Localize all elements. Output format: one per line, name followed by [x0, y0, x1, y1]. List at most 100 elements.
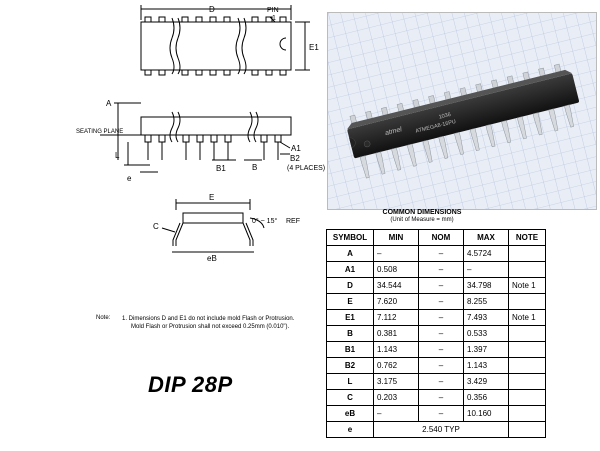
cell-nom: – — [418, 309, 464, 326]
cell-note — [508, 389, 546, 406]
cell-symbol: E1 — [326, 309, 374, 326]
cell-note — [508, 373, 546, 390]
cell-symbol: e — [326, 421, 374, 438]
label-l: L — [115, 151, 120, 160]
cell-note — [508, 261, 546, 278]
pin-stub — [195, 16, 203, 23]
pin-shoulder — [224, 134, 232, 143]
chip-pin — [438, 135, 449, 159]
cell-symbol: eB — [326, 405, 374, 422]
cell-symbol: A — [326, 245, 374, 262]
chip-pin — [532, 112, 543, 136]
cell-min: 0.762 — [373, 357, 419, 374]
chip-body — [347, 73, 579, 159]
pin-shoulder — [196, 134, 204, 143]
label-b1: B1 — [216, 164, 226, 173]
cell-max: – — [463, 261, 509, 278]
chip-pin — [359, 155, 370, 179]
cell-min: 1.143 — [373, 341, 419, 358]
end-view — [161, 199, 265, 253]
label-e1: E1 — [309, 43, 319, 52]
pin-stub — [279, 16, 287, 23]
cell-min: 7.620 — [373, 293, 419, 310]
cell-nom: – — [418, 277, 464, 294]
cell-nom: – — [418, 405, 464, 422]
cell-max: 3.429 — [463, 373, 509, 390]
pin-shoulder — [182, 134, 190, 143]
label-pin-num: 1 — [272, 15, 276, 22]
pin-shoulder — [158, 134, 166, 143]
cell-max: 4.5724 — [463, 245, 509, 262]
label-a1: A1 — [291, 144, 301, 153]
cell-min: 7.112 — [373, 309, 419, 326]
cell-nom: – — [418, 357, 464, 374]
label-c: C — [153, 222, 159, 231]
cell-max: 0.533 — [463, 325, 509, 342]
chip-photo: atmel 1036 ATMEGA8-16PU — [327, 12, 597, 210]
side-view — [100, 102, 292, 173]
chip-pin — [485, 124, 496, 148]
cell-max: 34.798 — [463, 277, 509, 294]
cell-max: 10.160 — [463, 405, 509, 422]
note-text: 1. Dimensions D and E1 do not include mo… — [122, 315, 322, 331]
pin-shoulder — [260, 134, 268, 143]
pin-shoulder — [274, 134, 282, 143]
cell-nom: – — [418, 389, 464, 406]
note-line-1: 1. Dimensions D and E1 do not include mo… — [122, 316, 295, 322]
cell-note — [508, 341, 546, 358]
chip-pin — [375, 151, 386, 175]
label-d: D — [209, 5, 215, 14]
header-note: NOTE — [508, 229, 546, 246]
pin-stub — [279, 69, 287, 76]
cell-note — [508, 325, 546, 342]
header-max: MAX — [463, 229, 509, 246]
cell-symbol: C — [326, 389, 374, 406]
cell-min: – — [373, 245, 419, 262]
cell-min: 3.175 — [373, 373, 419, 390]
table-subtitle: (Unit of Measure = mm) — [390, 217, 454, 223]
cell-note — [508, 245, 546, 262]
label-b2: B2 — [290, 154, 300, 163]
cell-note: Note 1 — [508, 277, 546, 294]
table-row: eB––10.160 — [326, 405, 546, 422]
pin-stub — [144, 69, 152, 76]
table-title: COMMON DIMENSIONS — [382, 209, 462, 216]
pin-shoulder — [210, 134, 218, 143]
chip-pin — [501, 120, 512, 144]
package-drawing: D PIN 1 E1 A SEATING PLANE L A1 B2 (4 PL… — [76, 5, 325, 263]
cell-max: 0.356 — [463, 389, 509, 406]
cell-min: – — [373, 405, 419, 422]
pin-stub — [265, 69, 273, 76]
cell-symbol: L — [326, 373, 374, 390]
cell-nom: – — [418, 373, 464, 390]
cell-nom: – — [418, 293, 464, 310]
pin-stub — [144, 16, 152, 23]
chip-pin — [454, 131, 464, 155]
chip-pin — [422, 139, 433, 163]
pin-stub — [195, 69, 203, 76]
note-line-2: Mold Flash or Protrusion shall not excee… — [131, 324, 290, 330]
cell-symbol: B — [326, 325, 374, 342]
label-e: E — [209, 193, 214, 202]
pin-stub — [181, 69, 189, 76]
cell-min: 0.203 — [373, 389, 419, 406]
label-4-places: (4 PLACES) — [287, 165, 325, 172]
cell-note — [508, 293, 546, 310]
pin-stub — [209, 16, 217, 23]
chip-pin — [548, 108, 559, 132]
chip-pin — [406, 143, 417, 167]
chip-pin — [564, 104, 574, 128]
chip-pin — [391, 147, 402, 171]
pin-shoulder — [144, 134, 152, 143]
cell-nom: – — [418, 341, 464, 358]
header-nom: NOM — [418, 229, 464, 246]
cell-min: 0.381 — [373, 325, 419, 342]
